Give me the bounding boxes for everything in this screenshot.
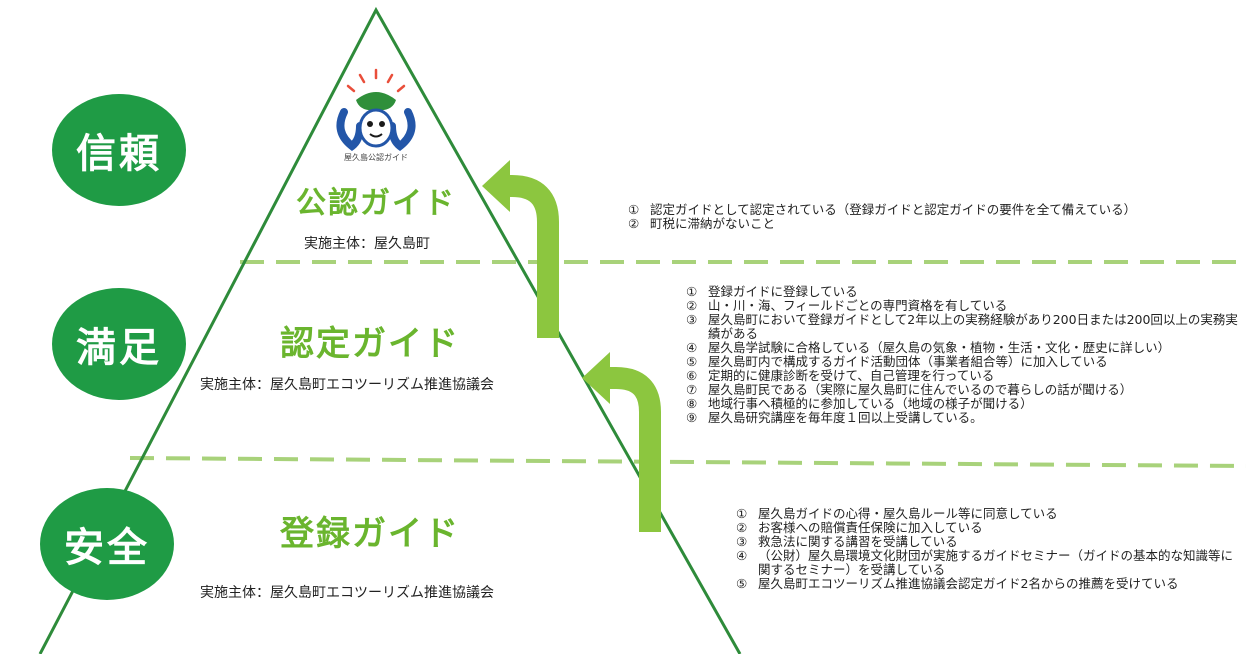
list-item: ② 町税に滞納がないこと bbox=[628, 217, 1228, 231]
item-text: 登録ガイドに登録している bbox=[708, 284, 858, 299]
arrow-up-upper bbox=[482, 160, 559, 338]
item-number: ④ bbox=[736, 548, 748, 563]
tier-org-accredited: 実施主体：屋久島町エコツーリズム推進協議会 bbox=[200, 377, 494, 393]
item-text: 屋久島町において登録ガイドとして2年以上の実務経験があり200日または200回以… bbox=[708, 312, 1238, 341]
list-item: ⑤ 屋久島町内で構成するガイド活動団体（事業者組合等）に加入している bbox=[686, 355, 1244, 369]
item-number: ⑤ bbox=[686, 354, 698, 369]
item-number: ③ bbox=[686, 312, 698, 327]
item-number: ③ bbox=[736, 534, 748, 549]
item-text: 救急法に関する講習を受講している bbox=[758, 534, 958, 549]
item-number: ② bbox=[736, 520, 748, 535]
tier-org-registered: 実施主体：屋久島町エコツーリズム推進協議会 bbox=[200, 585, 494, 601]
list-item: ⑦ 屋久島町民である（実際に屋久島町に住んでいるので暮らしの話が聞ける） bbox=[686, 383, 1244, 397]
satisfaction-circle-label: 満足 bbox=[76, 325, 162, 371]
tier-divider-lower bbox=[129, 456, 1246, 468]
list-item: ⑥ 定期的に健康診断を受けて、自己管理を行っている bbox=[686, 369, 1244, 383]
item-text: 屋久島ガイドの心得・屋久島ルール等に同意している bbox=[758, 506, 1058, 521]
tier-org-official: 実施主体：屋久島町 bbox=[304, 236, 430, 252]
list-item: ① 登録ガイドに登録している bbox=[686, 285, 1244, 299]
list-item: ⑨ 屋久島研究講座を毎年度１回以上受講している。 bbox=[686, 411, 1244, 425]
safety-circle: 安全 bbox=[40, 488, 174, 600]
item-number: ⑨ bbox=[686, 410, 698, 425]
tier-title-accredited: 認定ガイド bbox=[280, 324, 460, 364]
list-item: ⑧ 地域行事へ積極的に参加している（地域の様子が聞ける） bbox=[686, 397, 1244, 411]
item-text: 定期的に健康診断を受けて、自己管理を行っている bbox=[708, 368, 995, 383]
list-item: ③ 救急法に関する講習を受講している bbox=[736, 535, 1244, 549]
list-item: ① 認定ガイドとして認定されている（登録ガイドと認定ガイドの要件を全て備えている） bbox=[628, 203, 1228, 217]
item-number: ⑦ bbox=[686, 382, 698, 397]
item-number: ⑧ bbox=[686, 396, 698, 411]
item-number: ⑥ bbox=[686, 368, 698, 383]
list-item: ③ 屋久島町において登録ガイドとして2年以上の実務経験があり200日または200回… bbox=[686, 313, 1244, 341]
requirements-official: ① 認定ガイドとして認定されている（登録ガイドと認定ガイドの要件を全て備えている）… bbox=[628, 203, 1228, 231]
item-number: ① bbox=[736, 506, 748, 521]
item-number: ② bbox=[686, 298, 698, 313]
item-text: 屋久島町民である（実際に屋久島町に住んでいるので暮らしの話が聞ける） bbox=[708, 382, 1133, 397]
trust-circle-label: 信頼 bbox=[76, 131, 162, 177]
list-item: ⑤ 屋久島町エコツーリズム推進協議会認定ガイド2名からの推薦を受けている bbox=[736, 577, 1244, 591]
requirements-registered: ① 屋久島ガイドの心得・屋久島ルール等に同意している ② お客様への賠償責任保険に加… bbox=[736, 507, 1244, 591]
item-text: 山・川・海、フィールドごとの専門資格を有している bbox=[708, 298, 1008, 313]
item-number: ① bbox=[628, 202, 640, 217]
tier-title-certified-official: 公認ガイド bbox=[296, 186, 456, 221]
tier-title-registered: 登録ガイド bbox=[280, 514, 460, 554]
safety-circle-label: 安全 bbox=[64, 525, 150, 571]
satisfaction-circle: 満足 bbox=[52, 288, 186, 400]
item-text: 認定ガイドとして認定されている（登録ガイドと認定ガイドの要件を全て備えている） bbox=[650, 202, 1137, 217]
item-text: 屋久島研究講座を毎年度１回以上受講している。 bbox=[708, 410, 983, 425]
item-text: 町税に滞納がないこと bbox=[650, 216, 776, 231]
logo-caption: 屋久島公認ガイド bbox=[344, 153, 408, 162]
item-text: （公財）屋久島環境文化財団が実施するガイドセミナー（ガイドの基本的な知識等に関す… bbox=[758, 548, 1234, 577]
item-number: ④ bbox=[686, 340, 698, 355]
item-text: 屋久島町エコツーリズム推進協議会認定ガイド2名からの推薦を受けている bbox=[758, 576, 1179, 591]
item-text: 屋久島学試験に合格している（屋久島の気象・植物・生活・文化・歴史に詳しい） bbox=[708, 340, 1171, 355]
list-item: ② 山・川・海、フィールドごとの専門資格を有している bbox=[686, 299, 1244, 313]
list-item: ② お客様への賠償責任保険に加入している bbox=[736, 521, 1244, 535]
arrow-up-lower bbox=[582, 352, 661, 532]
item-text: お客様への賠償責任保険に加入している bbox=[758, 520, 983, 535]
item-number: ① bbox=[686, 284, 698, 299]
item-text: 地域行事へ積極的に参加している（地域の様子が聞ける） bbox=[708, 396, 1033, 411]
item-number: ⑤ bbox=[736, 576, 748, 591]
item-number: ② bbox=[628, 216, 640, 231]
list-item: ① 屋久島ガイドの心得・屋久島ルール等に同意している bbox=[736, 507, 1244, 521]
list-item: ④ （公財）屋久島環境文化財団が実施するガイドセミナー（ガイドの基本的な知識等に関… bbox=[736, 549, 1244, 577]
trust-circle: 信頼 bbox=[52, 94, 186, 206]
mascot-logo-icon bbox=[336, 68, 416, 152]
list-item: ④ 屋久島学試験に合格している（屋久島の気象・植物・生活・文化・歴史に詳しい） bbox=[686, 341, 1244, 355]
item-text: 屋久島町内で構成するガイド活動団体（事業者組合等）に加入している bbox=[708, 354, 1108, 369]
pyramid-outline bbox=[38, 6, 742, 654]
